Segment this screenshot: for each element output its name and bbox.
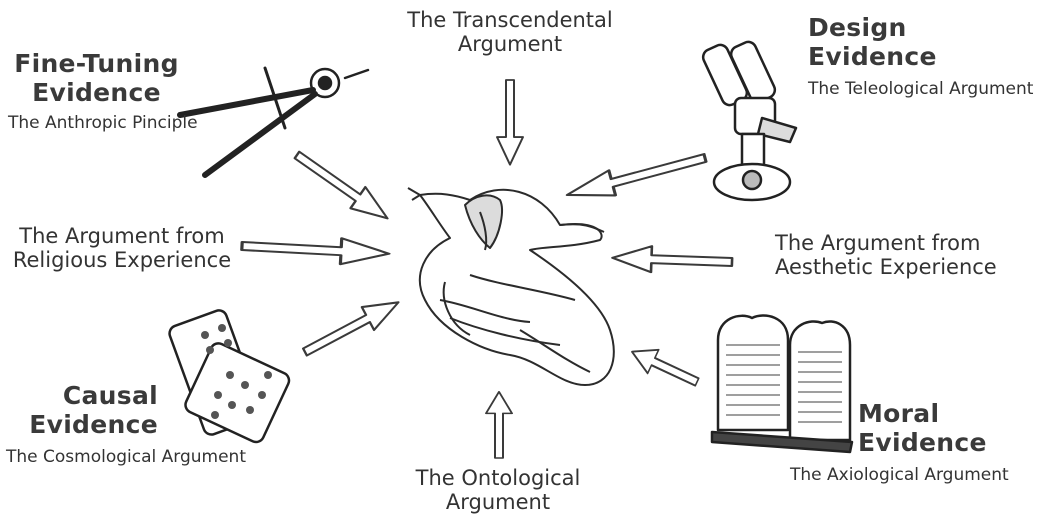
- moral-title-line1: Moral: [858, 400, 1009, 429]
- arrow-design: [564, 145, 708, 207]
- arrow-transcendental: [497, 80, 523, 165]
- aesthetic-experience-line1: The Argument from: [775, 231, 997, 255]
- causal-title-line1: Causal: [6, 382, 158, 411]
- fine-tuning-title-line2: Evidence: [14, 79, 179, 108]
- fine-tuning-title-line1: Fine-Tuning: [14, 50, 179, 79]
- node-moral: Moral Evidence The Axiological Argument: [790, 400, 1009, 485]
- node-fine-tuning: Fine-Tuning Evidence The Anthropic Pinci…: [14, 50, 198, 133]
- arrow-causal: [299, 291, 405, 364]
- design-subtitle: The Teleological Argument: [808, 80, 1033, 100]
- religious-experience-line1: The Argument from: [8, 224, 236, 248]
- node-religious-experience: The Argument from Religious Experience: [8, 224, 236, 272]
- aesthetic-experience-line2: Aesthetic Experience: [775, 255, 997, 279]
- design-title-line1: Design: [808, 14, 1033, 43]
- ontological-line2: Argument: [398, 490, 598, 514]
- moral-subtitle: The Axiological Argument: [790, 466, 1009, 486]
- causal-title-line2: Evidence: [6, 411, 158, 440]
- design-title-line2: Evidence: [808, 43, 1033, 72]
- node-causal: Causal Evidence The Cosmological Argumen…: [6, 382, 246, 467]
- fine-tuning-subtitle: The Anthropic Pinciple: [8, 114, 198, 134]
- causal-subtitle: The Cosmological Argument: [6, 448, 246, 468]
- node-transcendental: The Transcendental Argument: [390, 8, 630, 56]
- compass-icon: [180, 68, 368, 175]
- transcendental-line2: Argument: [390, 32, 630, 56]
- arrow-moral: [626, 340, 702, 394]
- arrow-ontological: [486, 392, 512, 458]
- creator-figure-icon: [408, 188, 614, 385]
- ontological-line1: The Ontological: [398, 466, 598, 490]
- arrow-religious-experience: [241, 233, 389, 267]
- transcendental-line1: The Transcendental: [390, 8, 630, 32]
- arrow-aesthetic-experience: [612, 245, 732, 275]
- moral-title-line2: Evidence: [858, 429, 1009, 458]
- node-design: Design Evidence The Teleological Argumen…: [808, 14, 1033, 99]
- node-ontological: The Ontological Argument: [398, 466, 598, 514]
- microscope-icon: [701, 39, 796, 200]
- arrow-fine-tuning: [290, 144, 395, 229]
- node-aesthetic-experience: The Argument from Aesthetic Experience: [775, 231, 997, 279]
- religious-experience-line2: Religious Experience: [8, 248, 236, 272]
